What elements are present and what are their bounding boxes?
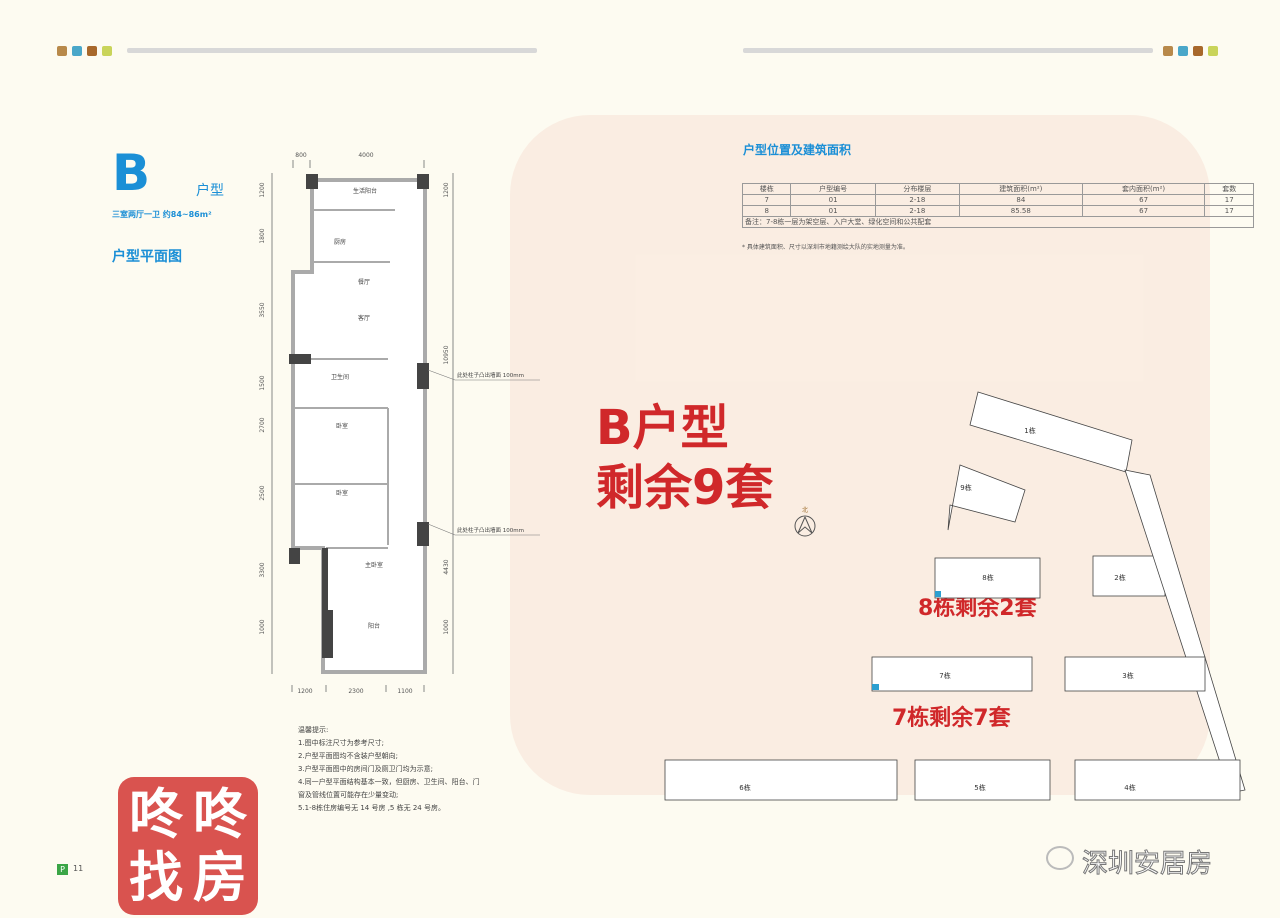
building-7	[871, 656, 1033, 692]
notes-title: 温馨提示:	[298, 726, 329, 734]
building-label: 5栋	[974, 783, 985, 792]
dim-label: 2300	[348, 688, 363, 695]
account-name: 深圳安居房	[1081, 849, 1213, 880]
area-table: 楼栋 户型编号 分布楼层 建筑面积(m²) 套内面积(m²) 套数 7 01 2…	[741, 183, 1254, 228]
column-annotation: 此处柱子凸出墙面 100mm	[457, 526, 524, 534]
c-icon	[87, 46, 97, 56]
dongdong-logo: 咚 咚 找 房	[118, 777, 258, 915]
dim-label: 1200	[443, 182, 450, 197]
table-row: 7 01 2-18 84 67 17	[741, 194, 1254, 206]
logo-char: 咚	[193, 782, 247, 846]
building-8	[934, 557, 1041, 599]
square-icon	[72, 46, 82, 56]
room-label: 主卧室	[365, 561, 383, 569]
building-label: 3栋	[1122, 671, 1133, 680]
building-2	[1092, 555, 1166, 597]
room-label: 生活阳台	[353, 187, 377, 195]
table-title: 户型位置及建筑面积	[743, 143, 852, 157]
dim-label: 1200	[297, 688, 312, 695]
page-number: 11	[73, 864, 84, 873]
table-footnote: * 具体建筑面积、尺寸以深圳市地籍测绘大队的实地测量为准。	[742, 244, 909, 251]
overlay-remaining: 剩余9套	[596, 460, 774, 516]
logo-char: 房	[193, 845, 247, 909]
n-icon	[102, 46, 112, 56]
overlay-unit: B户型	[596, 400, 729, 456]
dim-label: 4430	[443, 559, 450, 574]
header-bar-right	[743, 48, 1153, 53]
dim-label: 3550	[259, 302, 266, 317]
room-label: 餐厅	[358, 278, 370, 286]
dim-label: 1200	[259, 182, 266, 197]
building-5	[914, 759, 1051, 801]
room-label: 卫生间	[331, 373, 349, 381]
building-label: 2栋	[1114, 573, 1125, 582]
column-annotation: 此处柱子凸出墙面 100mm	[457, 371, 524, 379]
north-compass: 北	[794, 506, 816, 537]
boundary-strip	[1124, 469, 1246, 794]
note-item: 1.图中标注尺寸为参考尺寸;	[298, 739, 385, 747]
dim-label: 2700	[259, 417, 266, 432]
table-remark-row: 备注：7-8栋一层为架空层、入户大堂、绿化空间和公共配套	[742, 216, 1254, 228]
building-9	[947, 464, 1026, 531]
page-badge: P	[57, 864, 68, 875]
grid-icon	[1163, 46, 1173, 56]
unit-letter: B	[112, 144, 151, 202]
c-icon	[1193, 46, 1203, 56]
dim-label: 10950	[443, 345, 450, 364]
room-label: 阳台	[368, 622, 380, 630]
plan-title: 户型平面图	[112, 249, 182, 265]
note-item: 3.户型平面图中的房间门及厕卫门均为示意;	[298, 765, 434, 773]
north-label: 北	[802, 506, 808, 514]
wechat-icon	[1046, 846, 1074, 870]
building-6	[664, 759, 898, 801]
building-label: 6栋	[739, 783, 750, 792]
dim-label: 2500	[259, 485, 266, 500]
table-remark: 备注：7-8栋一层为架空层、入户大堂、绿化空间和公共配套	[742, 216, 1254, 228]
square-icon	[1178, 46, 1188, 56]
building-label: 7栋	[939, 671, 950, 680]
building-4	[1074, 759, 1241, 801]
unit-type-label: 户型	[196, 183, 224, 199]
highlighted-unit	[872, 684, 879, 690]
highlighted-unit	[935, 591, 941, 597]
overlay-building7: 7栋剩余7套	[892, 706, 1011, 731]
room-label: 卧室	[336, 422, 348, 430]
note-item: 窗及管线位置可能存在少量变动;	[298, 791, 399, 799]
overlay-building8: 8栋剩余2套	[918, 596, 1037, 621]
note-item: 4.同一户型平面结构基本一致，但厨房、卫生间、阳台、门	[298, 778, 480, 786]
dim-label: 800	[295, 152, 307, 159]
building-1	[969, 391, 1133, 473]
building-label: 8栋	[982, 573, 993, 582]
building-label: 4栋	[1124, 783, 1135, 792]
logo-char: 找	[129, 845, 183, 909]
room-label: 客厅	[358, 314, 370, 322]
notes: 温馨提示: 1.图中标注尺寸为参考尺寸; 2.户型平面图均不含装户型朝向; 3.…	[298, 724, 480, 815]
room-label: 卧室	[336, 489, 348, 497]
floor-plan: 生活阳台 厨房 餐厅 客厅 卫生间 卧室 卧室 主卧室 阳台 800 4000 …	[259, 152, 540, 695]
dim-label: 1800	[259, 228, 266, 243]
dim-label: 1000	[259, 619, 266, 634]
dim-label: 1100	[397, 688, 412, 695]
building-label: 1栋	[1024, 426, 1035, 435]
n-icon	[1208, 46, 1218, 56]
header-icons-right	[1163, 46, 1218, 56]
room-label: 厨房	[334, 238, 346, 246]
unit-subtitle: 三室两厅一卫 约84~86m²	[112, 210, 212, 219]
dim-label: 1500	[259, 375, 266, 390]
header-icons-left	[57, 46, 112, 56]
logo-char: 咚	[129, 782, 183, 846]
grid-icon	[57, 46, 67, 56]
building-label: 9栋	[960, 483, 971, 492]
dim-label: 1000	[443, 619, 450, 634]
dim-label: 4000	[358, 152, 373, 159]
building-3	[1064, 656, 1206, 692]
note-item: 2.户型平面图均不含装户型朝向;	[298, 752, 399, 760]
dim-label: 3300	[259, 562, 266, 577]
header-bar-left	[127, 48, 537, 53]
note-item: 5.1-8栋住房编号无 14 号房 ,5 栋无 24 号房。	[298, 804, 445, 812]
